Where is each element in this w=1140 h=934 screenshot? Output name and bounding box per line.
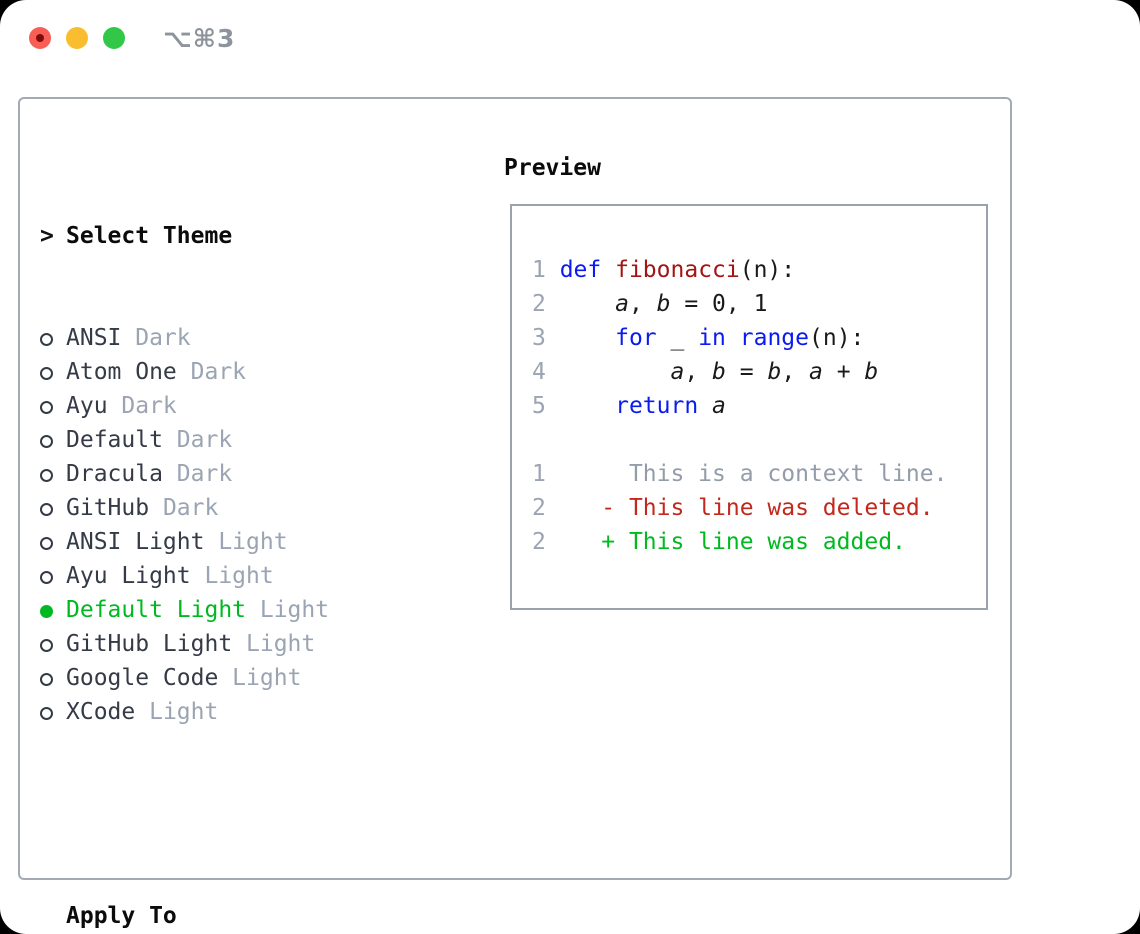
radio-icon <box>40 707 53 720</box>
option-label: ANSI <box>66 325 122 351</box>
option-variant-label: Light <box>135 699 219 725</box>
option-label: ANSI Light <box>66 529 205 555</box>
theme-option[interactable]: Atom One Dark <box>40 355 428 389</box>
preview-title: Preview <box>504 155 601 181</box>
theme-option[interactable]: Ayu Dark <box>40 389 428 423</box>
option-label: GitHub <box>66 495 150 521</box>
radio-icon <box>40 503 53 516</box>
minimize-button[interactable] <box>66 27 88 49</box>
option-variant-label: Light <box>218 665 302 691</box>
option-label: Dracula <box>66 461 163 487</box>
radio-icon <box>40 571 53 584</box>
theme-option[interactable]: GitHub Light Light <box>40 627 428 661</box>
theme-option[interactable]: GitHub Dark <box>40 491 428 525</box>
radio-icon <box>40 639 53 652</box>
zoom-button[interactable] <box>103 27 125 49</box>
blank-line <box>532 423 986 457</box>
apply-to-header: Apply To <box>40 899 428 933</box>
radio-icon <box>40 333 53 346</box>
radio-selected-icon <box>40 605 53 618</box>
option-label: Atom One <box>66 359 177 385</box>
option-label: Ayu Light <box>66 563 191 589</box>
code-line: 5 return a <box>532 393 726 419</box>
select-theme-title: Select Theme <box>66 223 233 249</box>
theme-option[interactable]: Ayu Light Light <box>40 559 428 593</box>
option-label: XCode <box>66 699 136 725</box>
radio-icon <box>40 401 53 414</box>
radio-icon <box>40 537 53 550</box>
option-variant-label: Dark <box>176 359 247 385</box>
code-line: 4 a, b = b, a + b <box>532 359 879 385</box>
option-label: Default <box>66 427 163 453</box>
theme-option[interactable]: Default Dark <box>40 423 428 457</box>
theme-option[interactable]: Default Light Light <box>40 593 428 627</box>
select-theme-header: > Select Theme <box>40 219 428 253</box>
option-variant-label: Light <box>190 563 274 589</box>
option-variant-label: Dark <box>149 495 219 521</box>
option-label: GitHub Light <box>66 631 233 657</box>
theme-option[interactable]: ANSI Light Light <box>40 525 428 559</box>
code-line: 2 a, b = 0, 1 <box>532 291 768 317</box>
theme-option[interactable]: Google Code Light <box>40 661 428 695</box>
option-variant-label: Light <box>232 631 316 657</box>
code-line: 3 for _ in range(n): <box>532 325 865 351</box>
option-variant-label: Dark <box>121 325 191 351</box>
theme-option[interactable]: XCode Light <box>40 695 428 729</box>
option-label: Ayu <box>66 393 108 419</box>
diff-line: 2 + This line was added. <box>532 529 906 555</box>
titlebar: ⌥⌘3 <box>0 0 1140 76</box>
preview-box: 1 def fibonacci(n): 2 a, b = 0, 1 3 for _ … <box>510 204 988 610</box>
diff-line: 1 This is a context line. <box>532 461 948 487</box>
option-variant-label: Dark <box>107 393 177 419</box>
option-variant-label: Light <box>204 529 288 555</box>
diff-line: 2 - This line was deleted. <box>532 495 934 521</box>
focus-arrow-icon: > <box>40 223 54 249</box>
code-line: 1 def fibonacci(n): <box>532 257 796 283</box>
radio-icon <box>40 435 53 448</box>
option-label: Google Code <box>66 665 219 691</box>
window-shortcut-label: ⌥⌘3 <box>163 24 236 53</box>
option-variant-label: Light <box>246 597 330 623</box>
apply-to-title: Apply To <box>66 903 177 929</box>
option-variant-label: Dark <box>162 427 233 453</box>
theme-option[interactable]: ANSI Dark <box>40 321 428 355</box>
option-label: Default Light <box>66 597 247 623</box>
radio-icon <box>40 469 53 482</box>
option-variant-label: Dark <box>162 461 233 487</box>
theme-option[interactable]: Dracula Dark <box>40 457 428 491</box>
radio-icon <box>40 367 53 380</box>
radio-icon <box>40 673 53 686</box>
close-button[interactable] <box>29 27 51 49</box>
